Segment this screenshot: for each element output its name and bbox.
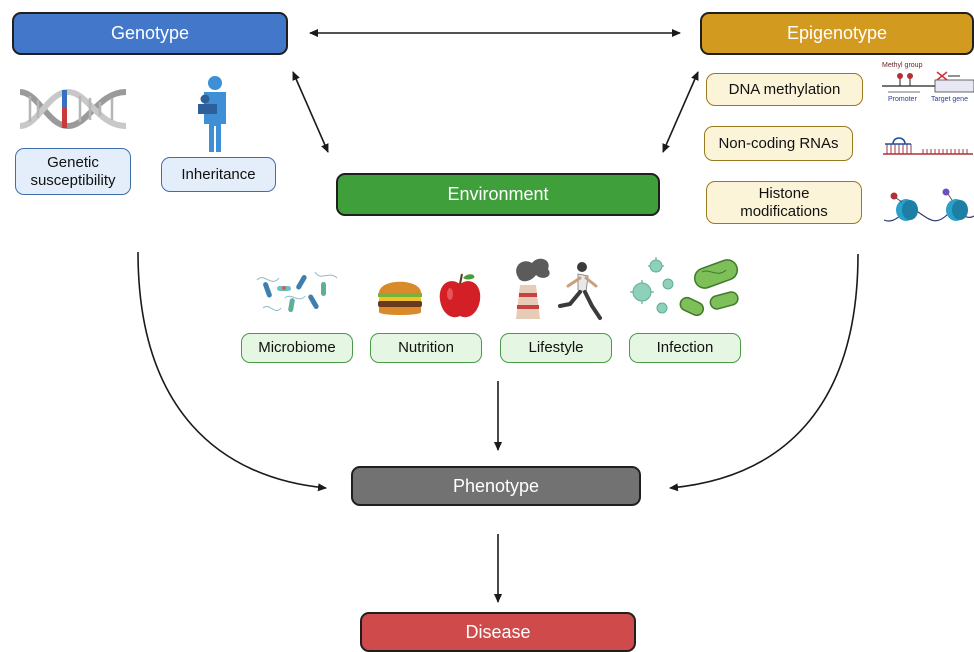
- arrow-epigenotype-phenotype: [669, 253, 859, 492]
- lifestyle-label: Lifestyle: [528, 339, 584, 356]
- apple-icon: [439, 273, 481, 318]
- environment-label: Environment: [447, 184, 549, 204]
- factory-pollution-icon: [516, 258, 550, 319]
- lifestyle-box: Lifestyle: [500, 333, 612, 363]
- epigenotype-node: Epigenotype: [700, 12, 974, 55]
- histone-modifications-box: Histone modifications: [706, 181, 862, 224]
- dna-methylation-box: DNA methylation: [706, 73, 863, 106]
- parent-child-icon: [198, 76, 226, 152]
- target-gene-label: Target gene: [931, 96, 968, 103]
- burger-icon: [378, 281, 422, 315]
- methylation-diagram: Methyl group Promoter Target gene: [880, 62, 974, 108]
- runner-icon: [558, 262, 602, 320]
- genetic-susceptibility-box: Genetic susceptibility: [15, 148, 131, 195]
- arrow-genotype-environment: [292, 71, 329, 153]
- virus-bacteria-icon: [630, 257, 739, 317]
- environment-node: Environment: [336, 173, 660, 216]
- genotype-node: Genotype: [12, 12, 288, 55]
- phenotype-node: Phenotype: [351, 466, 641, 506]
- dna-helix-icon: [19, 88, 127, 130]
- disease-label: Disease: [465, 621, 531, 642]
- inheritance-box: Inheritance: [161, 157, 276, 192]
- dna-methylation-label: DNA methylation: [728, 80, 841, 98]
- non-coding-rnas-label: Non-coding RNAs: [718, 134, 839, 152]
- genetic-susceptibility-label: Genetic susceptibility: [30, 153, 116, 189]
- arrow-epigenotype-environment: [662, 71, 699, 153]
- inheritance-label: Inheritance: [181, 165, 256, 183]
- bacteria-icon: [256, 271, 338, 313]
- epigenotype-label: Epigenotype: [786, 23, 888, 43]
- infection-label: Infection: [656, 339, 714, 356]
- promoter-label: Promoter: [888, 96, 917, 103]
- disease-node: Disease: [360, 612, 636, 652]
- microbiome-box: Microbiome: [241, 333, 353, 363]
- phenotype-label: Phenotype: [452, 475, 540, 496]
- methyl-group-label: Methyl group: [882, 62, 923, 69]
- rna-hairpin-icon: [883, 137, 973, 155]
- microbiome-label: Microbiome: [258, 339, 336, 356]
- genotype-label: Genotype: [110, 23, 190, 43]
- histone-nucleosome-icon: [884, 188, 974, 222]
- nutrition-box: Nutrition: [370, 333, 482, 363]
- non-coding-rnas-box: Non-coding RNAs: [704, 126, 853, 161]
- nutrition-label: Nutrition: [398, 339, 454, 356]
- histone-modifications-label: Histone modifications: [740, 184, 828, 220]
- arrow-genotype-phenotype: [137, 251, 327, 492]
- infection-box: Infection: [629, 333, 741, 363]
